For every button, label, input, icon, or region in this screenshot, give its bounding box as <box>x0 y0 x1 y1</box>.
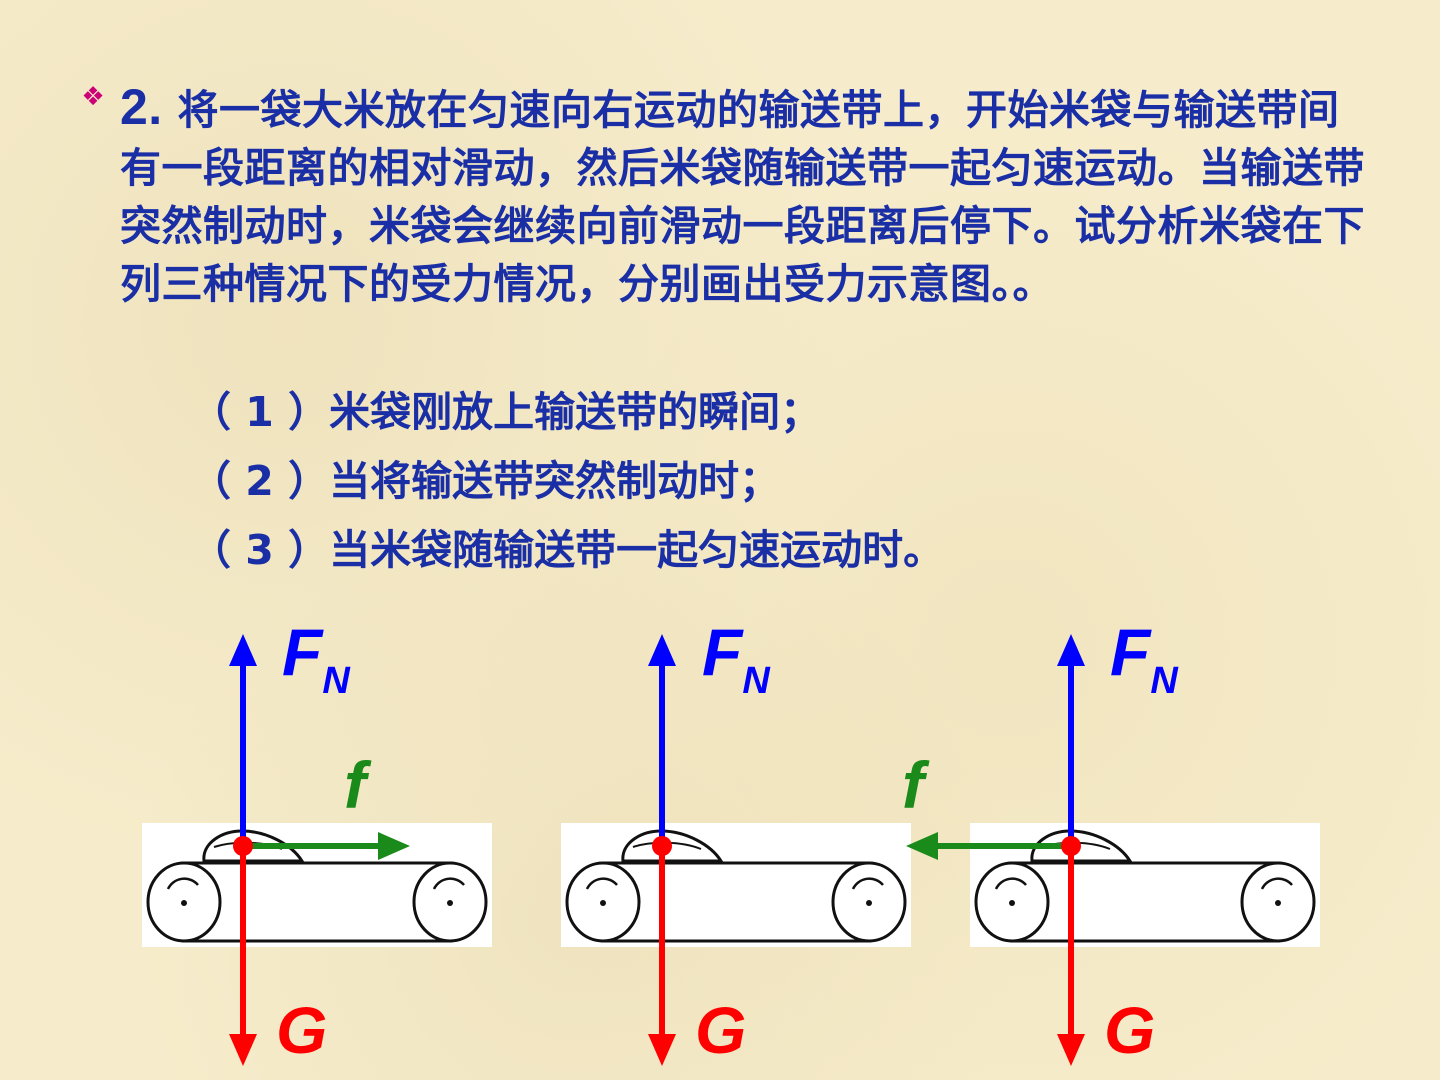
friction-label-1: f <box>344 748 372 822</box>
svg-text:FN: FN <box>702 615 771 702</box>
item-1: （ 1 ）米袋刚放上输送带的瞬间； <box>190 388 822 436</box>
conveyor-belt-2 <box>559 821 913 949</box>
gravity-label-3: G <box>1104 993 1155 1067</box>
diagram-3: FN G f <box>902 615 1322 1067</box>
normal-force-sub-2: N <box>742 660 771 702</box>
item-3: （ 3 ）当米袋随输送带一起匀速运动时。 <box>190 526 945 574</box>
conveyor-belt-3 <box>968 821 1322 949</box>
normal-force-sub-1: N <box>322 660 351 702</box>
svg-text:FN: FN <box>1110 615 1179 702</box>
problem-number: 2. <box>120 79 163 135</box>
diagram-1: FN G f <box>140 615 494 1067</box>
gravity-label-1: G <box>276 993 327 1067</box>
conveyor-belt-1 <box>140 821 494 949</box>
normal-force-label-2: F <box>702 615 744 689</box>
diagram-2: FN G <box>559 615 913 1067</box>
problem-text: 2. 将一袋大米放在匀速向右运动的输送带上，开始米袋与输送带间有一段距离的相对滑… <box>120 78 1380 313</box>
friction-label-3: f <box>902 748 930 822</box>
diamond-bullet-icon: ❖ <box>81 82 105 112</box>
normal-force-sub-3: N <box>1150 660 1179 702</box>
normal-force-label-1: F <box>282 615 324 689</box>
normal-force-label-3: F <box>1110 615 1152 689</box>
svg-text:FN: FN <box>282 615 351 702</box>
gravity-label-2: G <box>695 993 746 1067</box>
item-2: （ 2 ）当将输送带突然制动时； <box>190 457 781 505</box>
problem-body: 将一袋大米放在匀速向右运动的输送带上，开始米袋与输送带间有一段距离的相对滑动，然… <box>120 86 1365 308</box>
